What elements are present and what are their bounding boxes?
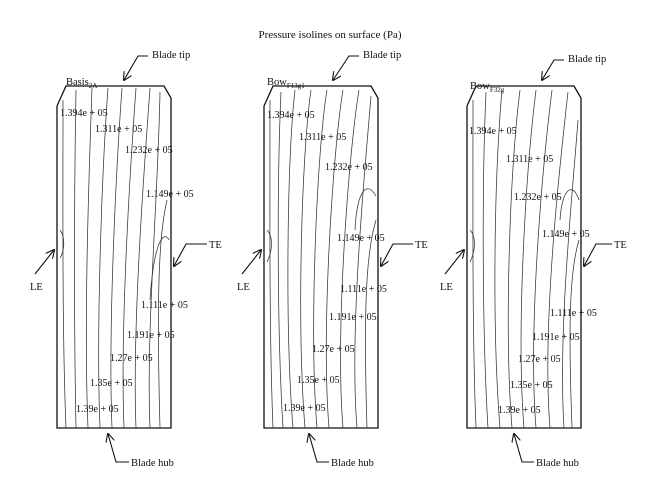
isoline-label: 1.39e + 05 xyxy=(498,405,541,416)
pressure-contours xyxy=(469,89,580,429)
isoline-label: 1.191e + 05 xyxy=(127,330,175,341)
isoline-label: 1.394e + 05 xyxy=(60,108,108,119)
isoline-label: 1.27e + 05 xyxy=(518,354,561,365)
trailing-edge-arrow xyxy=(381,243,413,266)
trailing-edge-label: TE xyxy=(209,240,222,251)
isoline-label: 1.111e + 05 xyxy=(340,284,387,295)
isoline-label: 1.311e + 05 xyxy=(506,154,553,165)
blade-hub-arrow xyxy=(514,434,534,463)
blade-hub-arrow xyxy=(309,434,329,463)
blade-hub-label: Blade hub xyxy=(331,458,374,469)
figure-title: Pressure isolines on surface (Pa) xyxy=(259,29,402,41)
isoline-label: 1.111e + 05 xyxy=(141,300,188,311)
isoline-label: 1.311e + 05 xyxy=(95,124,142,135)
blade-hub-arrow xyxy=(108,434,129,463)
blade-outline xyxy=(263,85,379,429)
blade-tip-arrow xyxy=(542,59,564,80)
leading-edge-arrow xyxy=(34,250,54,275)
isoline-label: 1.232e + 05 xyxy=(514,192,562,203)
isoline-labels: 1.394e + 05 1.311e + 05 1.232e + 05 1.14… xyxy=(267,110,387,414)
isoline-label: 1.39e + 05 xyxy=(76,404,119,415)
blade-tip-label: Blade tip xyxy=(363,50,401,61)
isoline-label: 1.191e + 05 xyxy=(329,312,377,323)
leading-edge-arrow xyxy=(444,250,464,275)
trailing-edge-arrow xyxy=(584,243,612,266)
isoline-labels: 1.394e + 05 1.311e + 05 1.232e + 05 1.14… xyxy=(60,108,194,415)
panel-name: BowF32g xyxy=(470,81,505,94)
blade-tip-arrow xyxy=(124,55,148,80)
isoline-label: 1.39e + 05 xyxy=(283,403,326,414)
isoline-label: 1.27e + 05 xyxy=(110,353,153,364)
isoline-label: 1.35e + 05 xyxy=(510,380,553,391)
panel-bow-f32g: 1.394e + 05 1.311e + 05 1.232e + 05 1.14… xyxy=(440,54,627,469)
isoline-labels: 1.394e + 05 1.311e + 05 1.232e + 05 1.14… xyxy=(469,126,597,416)
panel-basis-2a: 1.394e + 05 1.311e + 05 1.232e + 05 1.14… xyxy=(30,50,222,469)
blade-tip-label: Blade tip xyxy=(152,50,190,61)
blade-outline xyxy=(56,85,172,429)
leading-edge-label: LE xyxy=(237,282,250,293)
panel-name: Basis2A xyxy=(66,77,97,90)
blade-hub-label: Blade hub xyxy=(536,458,579,469)
isoline-label: 1.35e + 05 xyxy=(90,378,133,389)
blade-hub-label: Blade hub xyxy=(131,458,174,469)
pressure-contours xyxy=(59,87,170,429)
isoline-label: 1.394e + 05 xyxy=(267,110,315,121)
trailing-edge-label: TE xyxy=(415,240,428,251)
panel-name: BowF13g1 xyxy=(267,77,305,90)
trailing-edge-label: TE xyxy=(614,240,627,251)
isoline-label: 1.111e + 05 xyxy=(550,308,597,319)
isoline-label: 1.232e + 05 xyxy=(325,162,373,173)
isoline-label: 1.149e + 05 xyxy=(542,229,590,240)
isoline-label: 1.149e + 05 xyxy=(337,233,385,244)
isoline-label: 1.311e + 05 xyxy=(299,132,346,143)
isoline-label: 1.149e + 05 xyxy=(146,189,194,200)
trailing-edge-arrow xyxy=(174,243,207,266)
pressure-contours xyxy=(266,89,377,429)
isoline-label: 1.394e + 05 xyxy=(469,126,517,137)
panel-bow-f13g1: 1.394e + 05 1.311e + 05 1.232e + 05 1.14… xyxy=(237,50,428,469)
leading-edge-arrow xyxy=(241,250,261,275)
isoline-label: 1.191e + 05 xyxy=(532,332,580,343)
isoline-label: 1.27e + 05 xyxy=(312,344,355,355)
isoline-label: 1.232e + 05 xyxy=(125,145,173,156)
blade-tip-arrow xyxy=(333,55,359,80)
isoline-label: 1.35e + 05 xyxy=(297,375,340,386)
leading-edge-label: LE xyxy=(440,282,453,293)
blade-tip-label: Blade tip xyxy=(568,54,606,65)
blade-outline xyxy=(466,85,582,429)
leading-edge-label: LE xyxy=(30,282,43,293)
